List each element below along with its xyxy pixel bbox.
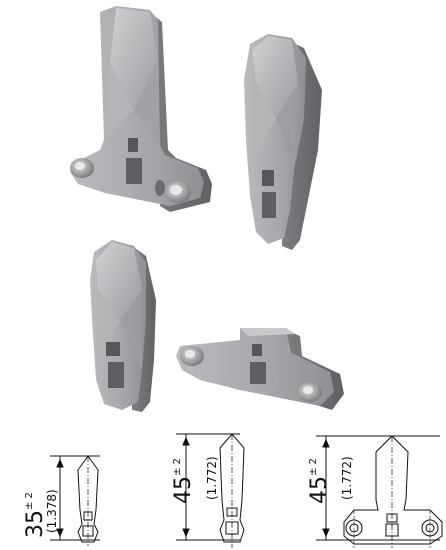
finger-part-short-left [90, 240, 156, 412]
dimension-drawing-3-tolerance: ± 2 [308, 458, 319, 476]
dimension-drawing-1-value: 35± 2 [23, 492, 48, 538]
dimension-drawing-3-main: 45 [307, 476, 332, 504]
dimension-drawing-2-value: 45± 2 [171, 458, 196, 504]
dimension-drawing-2-tolerance: ± 2 [172, 458, 183, 476]
dimension-drawing-3-value: 45± 2 [307, 458, 332, 504]
dimension-drawing-3 [316, 435, 443, 548]
dimension-drawing-2-main: 45 [171, 476, 196, 504]
finger-part-large-with-pins [70, 6, 212, 212]
finger-part-slim-right [244, 34, 322, 250]
dimension-drawing-2 [176, 433, 245, 548]
base-plate-part-with-pins [176, 328, 344, 410]
dimension-drawing-1-tolerance: ± 2 [24, 492, 35, 510]
dimension-drawing-1 [50, 455, 100, 546]
dimension-drawing-1-main: 35 [23, 510, 48, 538]
dimension-drawing-1-inches: (1.378) [45, 489, 59, 533]
dimension-drawing-3-inches: (1.772) [340, 456, 354, 500]
dimension-drawing-2-inches: (1.772) [205, 456, 219, 500]
